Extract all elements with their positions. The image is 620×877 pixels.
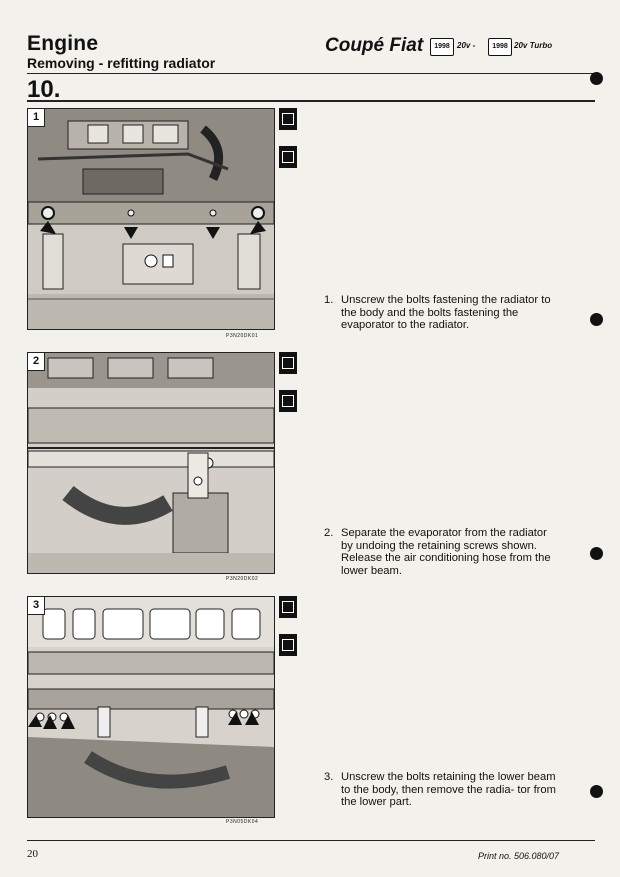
removal-icon	[279, 352, 297, 374]
binder-hole-icon	[590, 72, 603, 85]
binder-hole-icon	[590, 547, 603, 560]
figure-number: 2	[28, 353, 45, 371]
step-number: 1.	[324, 294, 334, 306]
step-number: 3.	[324, 771, 334, 783]
header-rule	[27, 73, 595, 74]
step-text: Unscrew the bolts retaining the lower be…	[341, 771, 556, 808]
refit-icon	[279, 634, 297, 656]
binder-hole-icon	[590, 313, 603, 326]
engine-variant-turbo: 20v Turbo	[514, 41, 553, 50]
step-1: 1. Unscrew the bolts fastening the radia…	[324, 294, 560, 332]
print-number: Print no. 506.080/07	[478, 851, 560, 861]
step-3: 3. Unscrew the bolts retaining the lower…	[324, 771, 560, 809]
step-text: Separate the evaporator from the radiato…	[341, 527, 551, 577]
step-2: 2. Separate the evaporator from the radi…	[324, 527, 560, 577]
binder-hole-icon	[590, 785, 603, 798]
page-number: 20	[27, 848, 38, 860]
figure-code: P3N20DK02	[226, 576, 259, 582]
removal-icon	[279, 596, 297, 618]
brand-title: Coupé Fiat	[325, 35, 424, 56]
engine-variant: 20v -	[457, 41, 476, 50]
refit-icon	[279, 390, 297, 412]
page-subtitle: Removing - refitting radiator	[27, 55, 216, 71]
section-title: Engine	[27, 32, 99, 55]
header-rule-thick	[27, 100, 595, 102]
figure-1-photo: 1	[27, 108, 275, 330]
figure-number: 3	[28, 597, 45, 615]
refit-icon	[279, 146, 297, 168]
figure-code: P3N05DK04	[226, 819, 259, 825]
step-number: 2.	[324, 527, 334, 539]
model-year-badge: 1998	[430, 38, 454, 56]
footer-rule	[27, 840, 595, 841]
figure-number: 1	[28, 109, 45, 127]
operation-number: 10.	[27, 76, 61, 103]
removal-icon	[279, 108, 297, 130]
model-year-badge: 1998	[488, 38, 512, 56]
figure-2-photo: 2	[27, 352, 275, 574]
step-text: Unscrew the bolts fastening the radiator…	[341, 294, 551, 331]
figure-3-photo: 3	[27, 596, 275, 818]
figure-code: P3N20DK01	[226, 333, 259, 339]
